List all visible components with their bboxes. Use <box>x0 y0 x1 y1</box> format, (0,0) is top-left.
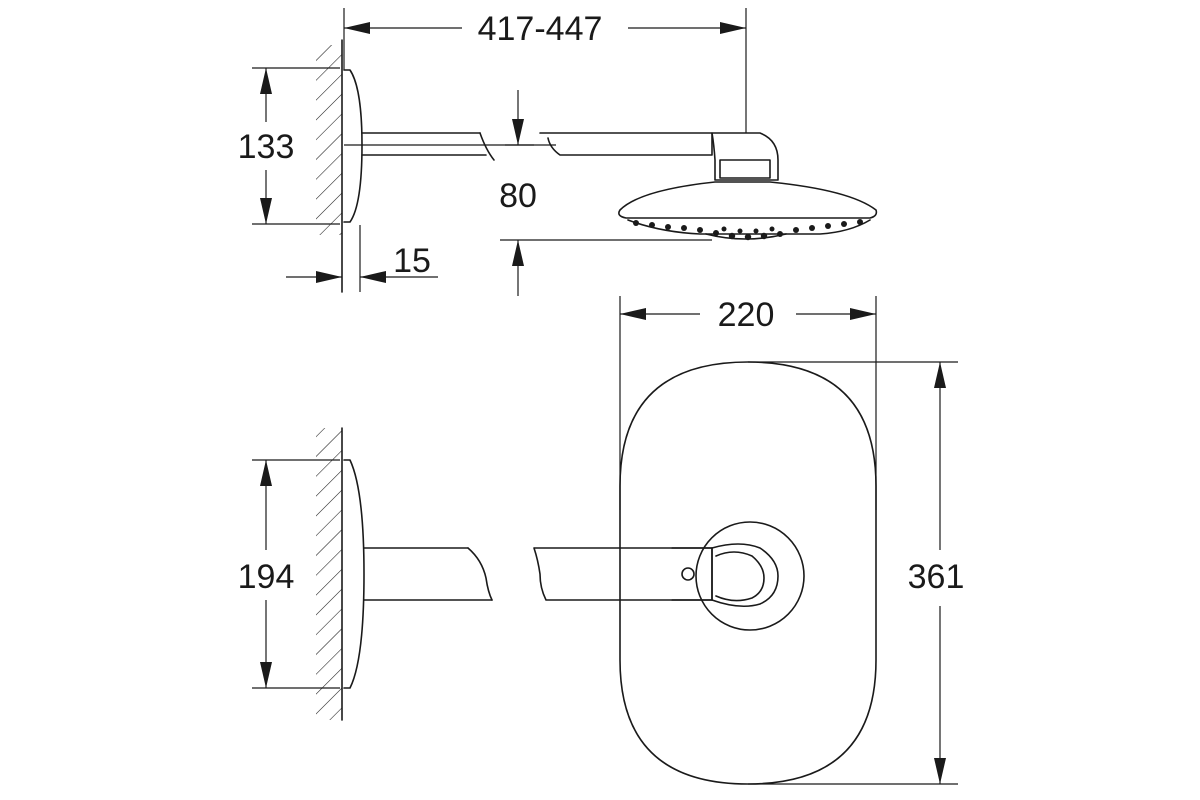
side-view: 417-447 133 80 <box>238 8 878 296</box>
label-arm-length: 417-447 <box>478 10 603 48</box>
label-head-width: 220 <box>718 296 775 334</box>
nozzle-row <box>633 219 863 241</box>
wall-flange-bottom <box>343 459 365 689</box>
label-drop-height: 80 <box>499 177 537 215</box>
label-head-length: 361 <box>908 558 965 596</box>
shower-arm-elbow <box>711 132 779 181</box>
shower-arm-right <box>505 132 713 156</box>
dimension-lower-flange-height: 194 <box>238 459 340 689</box>
shower-head-oval <box>619 361 877 785</box>
screw-hole <box>681 567 695 581</box>
label-flange-depth: 15 <box>393 242 431 280</box>
plan-view: 220 194 361 <box>238 296 965 785</box>
dimension-flange-height: 133 <box>238 67 340 225</box>
dimension-drop-height: 80 <box>492 90 712 296</box>
label-lower-flange-height: 194 <box>238 558 295 596</box>
dimension-head-width: 220 <box>619 296 877 510</box>
shower-head-side <box>618 181 878 241</box>
wall-hatching-top <box>316 39 343 293</box>
arm-right-bottom <box>533 547 713 601</box>
connector-disc <box>695 521 805 631</box>
dimension-flange-depth: 15 <box>286 225 438 292</box>
connector-arm-end <box>671 547 713 601</box>
dimension-arm-length: 417-447 <box>343 8 747 133</box>
wall-hatching-bottom <box>316 427 343 721</box>
arm-left-bottom <box>363 547 493 601</box>
dimension-head-length: 361 <box>748 361 965 785</box>
shower-arm-left <box>361 132 495 161</box>
wall-flange-top <box>343 69 363 223</box>
label-flange-height: 133 <box>238 128 295 166</box>
